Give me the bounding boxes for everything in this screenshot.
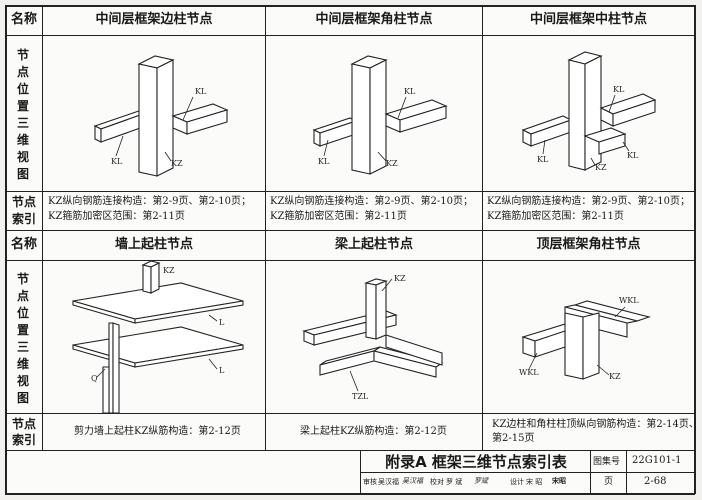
rule-h1 (5, 35, 695, 36)
title-top-corner-column-node: 顶层框架角柱节点 (536, 237, 641, 252)
index-label-1a: 节点 (11, 195, 36, 209)
ref-middle-column-2: KZ箍筋加密区范围：第2-11页 (487, 211, 624, 222)
label-wkl-top: WKL (619, 296, 639, 305)
rule-v2 (265, 5, 266, 450)
checker-name: 罗 斌 (446, 478, 463, 486)
title-side-column-node: 中间层框架边柱节点 (95, 12, 213, 27)
rule-h5 (5, 413, 695, 414)
ref-middle-column-1: KZ纵向钢筋连接构造：第2-9页、第2-10页； (487, 196, 690, 207)
label-l-lower: L (219, 366, 225, 375)
label-kz-5: KZ (394, 274, 406, 283)
corner-column-node-figure: KL KL KZ (312, 55, 448, 175)
ref-wall-column: 剪力墙上起柱KZ纵筋构造：第2-12页 (74, 426, 241, 437)
label-l-upper: L (219, 318, 225, 327)
title-middle-column-node: 中间层框架中柱节点 (529, 12, 647, 27)
ref-corner-column-1: KZ纵向钢筋连接构造：第2-9页、第2-10页； (270, 196, 473, 207)
index-label-1b: 索引 (11, 212, 36, 226)
checker-signature: 罗斌 (474, 477, 488, 485)
reviewer-signature: 吴汉福 (402, 477, 423, 485)
title-block-title: 附录A 框架三维节点索引表 (385, 453, 567, 471)
ref-top-corner-2: 第2-15页 (492, 433, 535, 444)
label-kl-bottom-3: KL (537, 155, 549, 164)
atlas-number: 22G101-1 (632, 455, 682, 466)
atlas-label: 图集号 (593, 457, 621, 467)
label-tzl: TZL (352, 392, 369, 401)
title-corner-column-node: 中间层框架角柱节点 (315, 12, 433, 27)
border-bottom (5, 493, 695, 495)
label-kl-bottom-2: KL (318, 157, 330, 166)
ref-corner-column-2: KZ箍筋加密区范围：第2-11页 (270, 211, 407, 222)
rule-h4 (5, 260, 695, 261)
label-wkl-left: WKL (519, 368, 539, 377)
label-kl-top-3: KL (613, 85, 625, 94)
ref-top-corner-1: KZ边柱和角柱柱顶纵向钢筋构造：第2-14页、 (492, 419, 699, 430)
rule-h3 (5, 230, 695, 231)
middle-column-node-figure: KL KL KL KZ (521, 51, 657, 172)
side-column-node-figure: KL KL KZ (93, 55, 229, 177)
label-kl-right-3: KL (627, 151, 639, 160)
wall-column-node-figure: KZ L L Q (72, 260, 244, 414)
top-corner-column-node-figure: WKL WKL KZ (519, 296, 651, 381)
label-kz-3: KZ (595, 163, 607, 172)
designer-signature: 宋昭 (552, 477, 566, 485)
border-left (5, 5, 7, 494)
title-wall-column-node: 墙上起柱节点 (114, 237, 193, 252)
ref-side-column-2: KZ箍筋加密区范围：第2-11页 (48, 211, 185, 222)
label-kl-top-2: KL (404, 87, 416, 96)
rule-h2 (5, 191, 695, 192)
tb-rule-v-atlas2 (626, 450, 627, 493)
name-header-2: 名称 (10, 237, 37, 252)
page-label: 页 (604, 477, 614, 487)
label-kz-6: KZ (609, 372, 621, 381)
reviewer-name: 吴汉福 (378, 478, 399, 486)
design-label: 设计 (510, 478, 524, 486)
label-kz-2: KZ (386, 159, 398, 168)
label-q: Q (91, 374, 98, 383)
review-label: 审核 (363, 478, 377, 486)
page-number: 2-68 (644, 476, 667, 487)
label-kl-bottom: KL (111, 157, 123, 166)
tb-rule-v-atlas (590, 450, 591, 493)
index-label-2b: 索引 (11, 433, 36, 447)
rule-h6 (5, 450, 695, 451)
name-header-1: 名称 (10, 12, 37, 27)
label-kz: KZ (171, 159, 183, 168)
rule-v3 (482, 5, 483, 450)
index-label-2a: 节点 (11, 417, 36, 431)
tb-rule-v-left (360, 450, 361, 493)
designer-name: 宋 昭 (526, 478, 543, 486)
label-kl-top: KL (195, 87, 207, 96)
beam-column-node-figure: KZ TZL (302, 274, 444, 401)
title-beam-column-node: 梁上起柱节点 (334, 237, 413, 252)
ref-side-column-1: KZ纵向钢筋连接构造：第2-9页、第2-10页； (48, 196, 251, 207)
ref-beam-column: 梁上起柱KZ纵筋构造：第2-12页 (300, 426, 447, 437)
tb-rule-h-mid (360, 472, 695, 473)
border-top (5, 5, 695, 7)
check-label: 校对 (430, 478, 444, 486)
label-kz-4: KZ (163, 266, 175, 275)
border-right (694, 5, 696, 494)
rule-v1 (42, 5, 43, 450)
